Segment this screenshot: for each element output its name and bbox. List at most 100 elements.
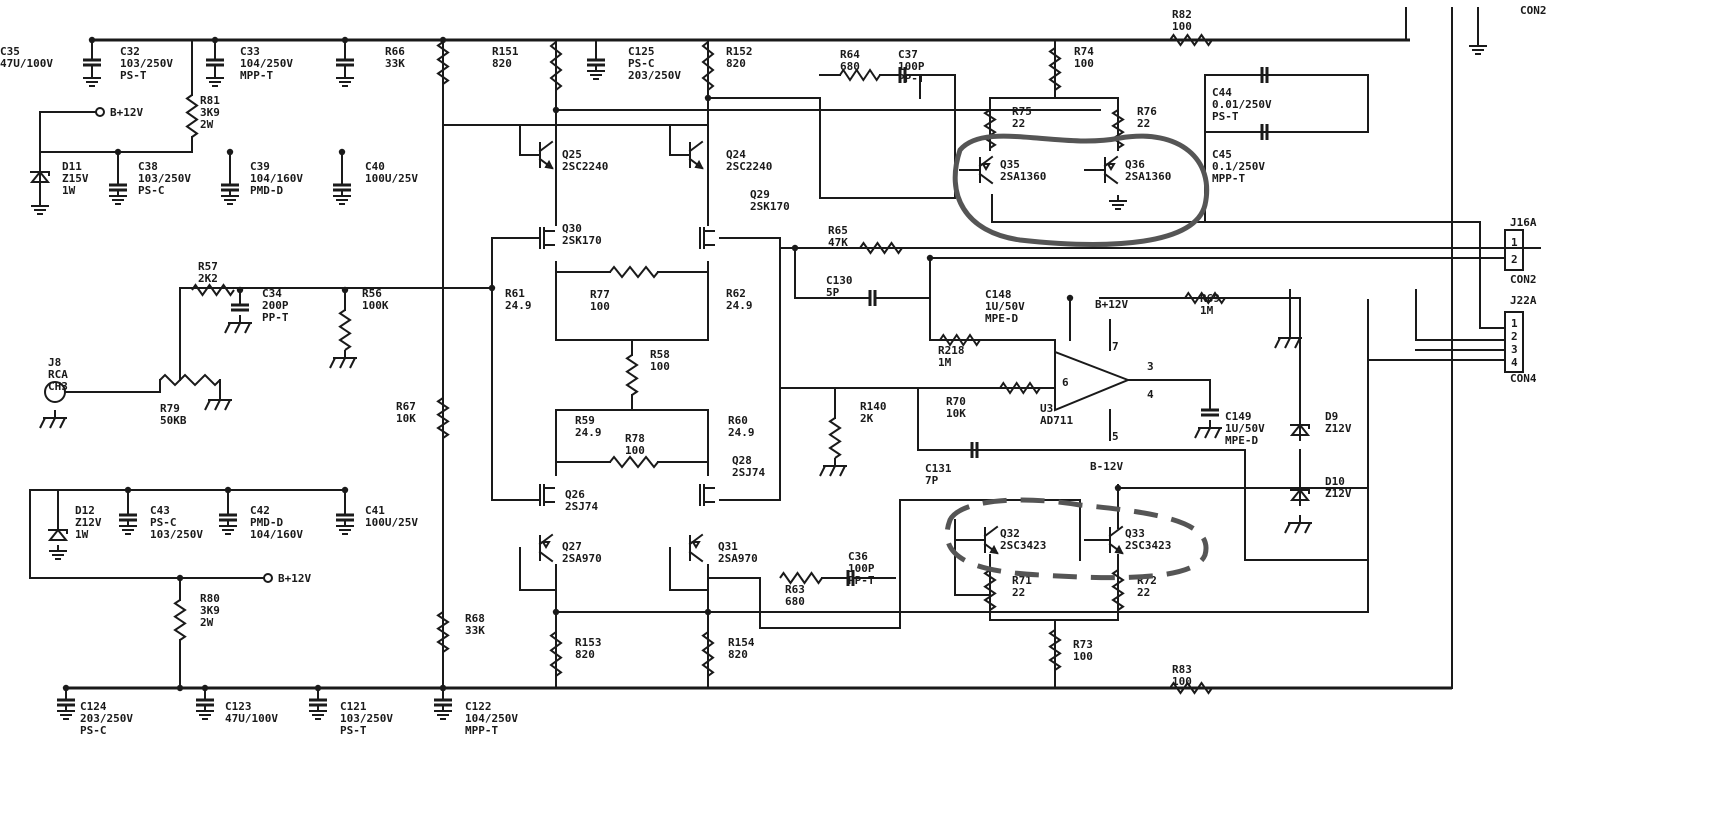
q29-label-2: 2SK170 [750,200,790,213]
q27-transistor [538,533,554,563]
d9-label-2: Z12V [1325,422,1352,435]
r68-resistor [436,611,450,653]
q25-transistor [538,140,554,170]
wire [929,297,1056,353]
r153-label-2: 820 [575,648,595,661]
junction-dot [552,106,560,114]
ic-pin-number: 5 [1112,430,1119,443]
terminal [263,573,273,583]
rail-cap-0-capacitor [109,183,127,192]
d12-label-3: 1W [75,528,89,541]
q25-emitter-arrow [544,159,554,170]
c43-label-3: 103/250V [150,528,203,541]
d9-zener [1289,423,1311,436]
c37-label-3: PP-T [898,72,925,85]
con2_top-label-1: CON2 [1520,4,1547,17]
b12_left-label-1: B+12V [278,572,311,585]
r82-resistor [1169,33,1213,47]
ground-symbol [221,190,239,205]
q33-transistor [1108,525,1124,555]
r218-label-2: 1M [938,356,952,369]
c37-label-2: 100P [898,60,925,73]
ic-pin-number: 6 [1062,376,1069,389]
c36-label-1: C36 [848,550,868,563]
q24-label-1: Q24 [726,148,746,161]
junction-dot [176,684,184,692]
chassis-ground-symbol [1284,515,1312,534]
wire [917,387,1369,561]
d12-label-1: D12 [75,504,95,517]
c149-capacitor [1201,408,1219,417]
r59-label-2: 24.9 [575,426,602,439]
bottom-rail-cap-0-capacitor [57,698,75,707]
ground-symbol [119,520,137,535]
r140-label-1: R140 [860,400,887,413]
d11-label-1: D11 [62,160,82,173]
junction-dot [224,486,232,494]
pin-number: 2 [1511,253,1518,266]
r56-resistor [338,309,352,351]
ground-symbol [333,190,351,205]
ground-symbol [1109,195,1127,210]
c45-label-2: 0.1/250V [1212,160,1265,173]
r152-resistor [701,41,715,91]
c35-label-1: C35 [0,45,20,58]
r64-label-2: 680 [840,60,860,73]
c124-label-2: 203/250V [80,712,133,725]
q24-emitter-arrow [694,159,704,170]
c41-label-2: 100U/25V [365,516,418,529]
q35-label-1: Q35 [1000,158,1020,171]
r218-resistor [939,333,981,347]
c35-label-2: 47U/100V [0,57,53,70]
r77-label-2: 100 [590,300,610,313]
r75-label-1: R75 [1012,105,1032,118]
q28-label-1: Q28 [732,454,752,467]
r74-label-1: R74 [1074,45,1094,58]
q27-label-1: Q27 [562,540,582,553]
r65-label-2: 47K [828,236,848,249]
r151-label-2: 820 [492,57,512,70]
ground-symbol [31,200,49,215]
q35-emitter-arrow [981,163,991,171]
c148-label-2: 1U/50V [985,300,1025,313]
junction-dot [62,684,70,692]
d12-label-2: Z12V [75,516,102,529]
q36-transistor [1103,155,1119,185]
r75-resistor [983,109,997,149]
q33-emitter-arrow [1114,544,1124,555]
r69-label-1: R69 [1200,292,1220,305]
c43-label-2: PS-C [150,516,177,529]
ground-symbol [196,705,214,720]
wires [29,7,1541,701]
r58-resistor [625,354,639,396]
q28-label-2: 2SJ74 [732,466,765,479]
r70-label-2: 10K [946,407,966,420]
r57-label-2: 2K2 [198,272,218,285]
wire [39,136,193,153]
q33-label-1: Q33 [1125,527,1145,540]
r58-label-1: R58 [650,348,670,361]
r66-resistor [436,41,450,85]
r61-label-1: R61 [505,287,525,300]
q29-jfet [699,227,715,249]
bottom-rail-cap-1-capacitor [196,698,214,707]
j22a-connector [1504,311,1524,373]
c125-label-2: PS-C [628,57,655,70]
con4-label-1: CON4 [1510,372,1537,385]
r69-resistor [1184,291,1226,305]
c125-label-1: C125 [628,45,655,58]
r154-resistor [701,631,715,677]
q36-label-2: 2SA1360 [1125,170,1171,183]
c122-label-1: C122 [465,700,492,713]
components [29,33,1524,720]
q25-label-1: Q25 [562,148,582,161]
b12_top-label-1: B+12V [110,106,143,119]
junction-dot [211,36,219,44]
ground-symbol [1469,40,1487,55]
r76-label-1: R76 [1137,105,1157,118]
junction-dot [201,684,209,692]
c39-label-1: C39 [250,160,270,173]
r154-label-1: R154 [728,636,755,649]
wire [59,379,221,393]
r66-label-2: 33K [385,57,405,70]
